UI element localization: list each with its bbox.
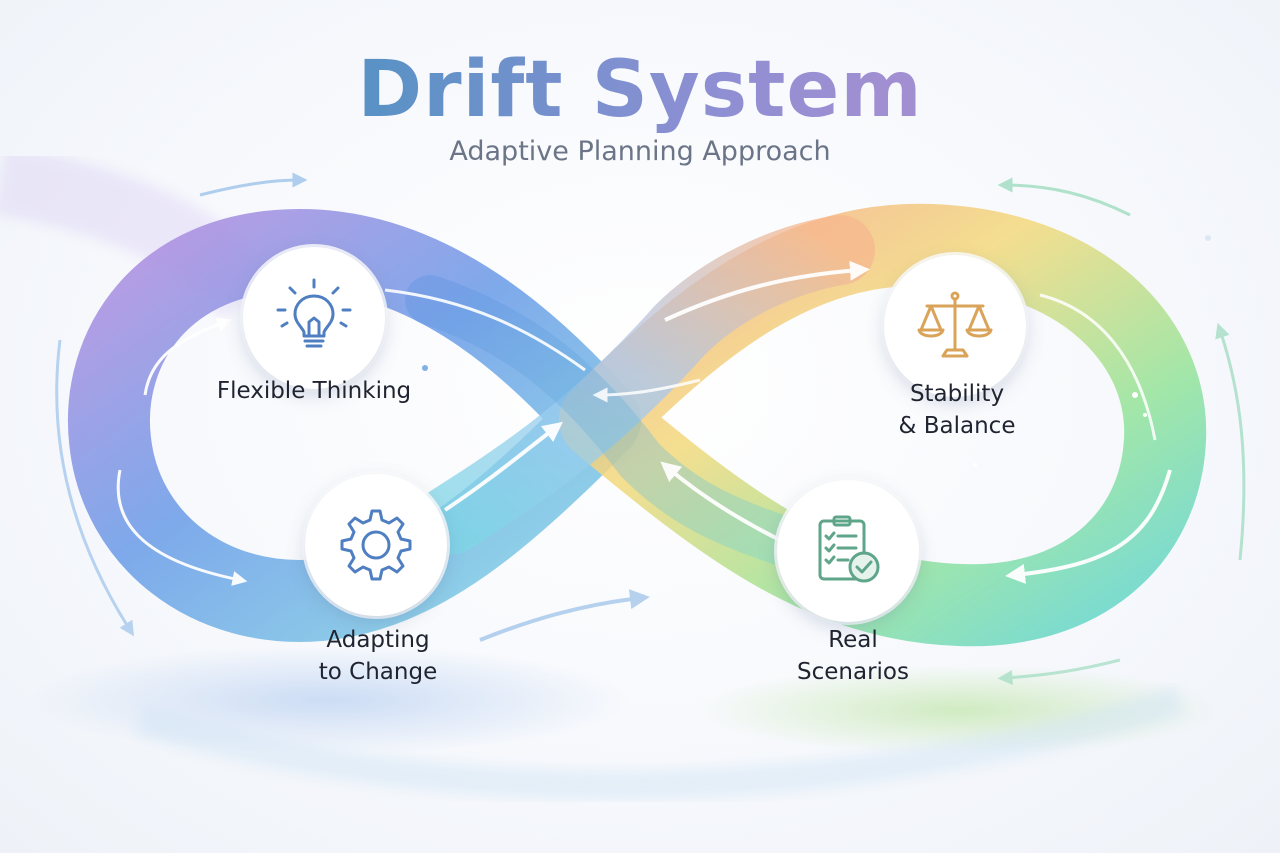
flow-line-right [1039,293,1157,441]
node-label-adapting-to-change: Adapting to Change [318,627,438,685]
node-label-stability-balance: Stability & Balance [898,381,1016,439]
outer-arrow-bottom-center [479,589,650,642]
node-adapting-to-change [305,474,447,616]
flow-arrow-top-right [664,260,870,322]
diagram-subtitle: Adaptive Planning Approach [449,136,831,167]
balance-scale-icon [917,291,993,358]
sparkle [1143,413,1147,417]
checklist-icon [818,515,880,583]
lightbulb-icon [276,278,352,348]
node-flexible-thinking [243,247,385,389]
sparkle [973,463,977,467]
sparkle [1205,235,1211,241]
outer-arrow-top-left [199,172,308,197]
crossing-band [415,215,875,555]
diagram-title: Drift System [0,42,1280,138]
outer-arrow-bottom-right [997,658,1121,685]
flow-arrow-center-down [660,461,781,542]
flow-arrow-bottom-left [116,469,248,586]
flow-arrow-center-up [443,421,563,512]
sparkle [422,365,428,371]
flow-arrow-center-left [592,378,701,403]
bottom-wisp [135,685,1185,800]
outer-arrow-right [1215,322,1246,561]
flow-arrow-bottom-right [1005,469,1172,584]
outer-arrow-top-right [997,177,1131,217]
node-real-scenarios [777,480,919,622]
node-stability-balance [884,255,1026,397]
sparkle [1132,392,1138,398]
node-label-flexible-thinking: Flexible Thinking [216,378,412,404]
node-label-real-scenarios: Real Scenarios [797,627,909,685]
outer-arrow-left [55,339,135,637]
gear-icon [340,509,412,581]
flow-line-top-left [384,288,586,372]
crossing-band-under [405,275,805,565]
flow-arrow-upper-left [143,317,233,396]
